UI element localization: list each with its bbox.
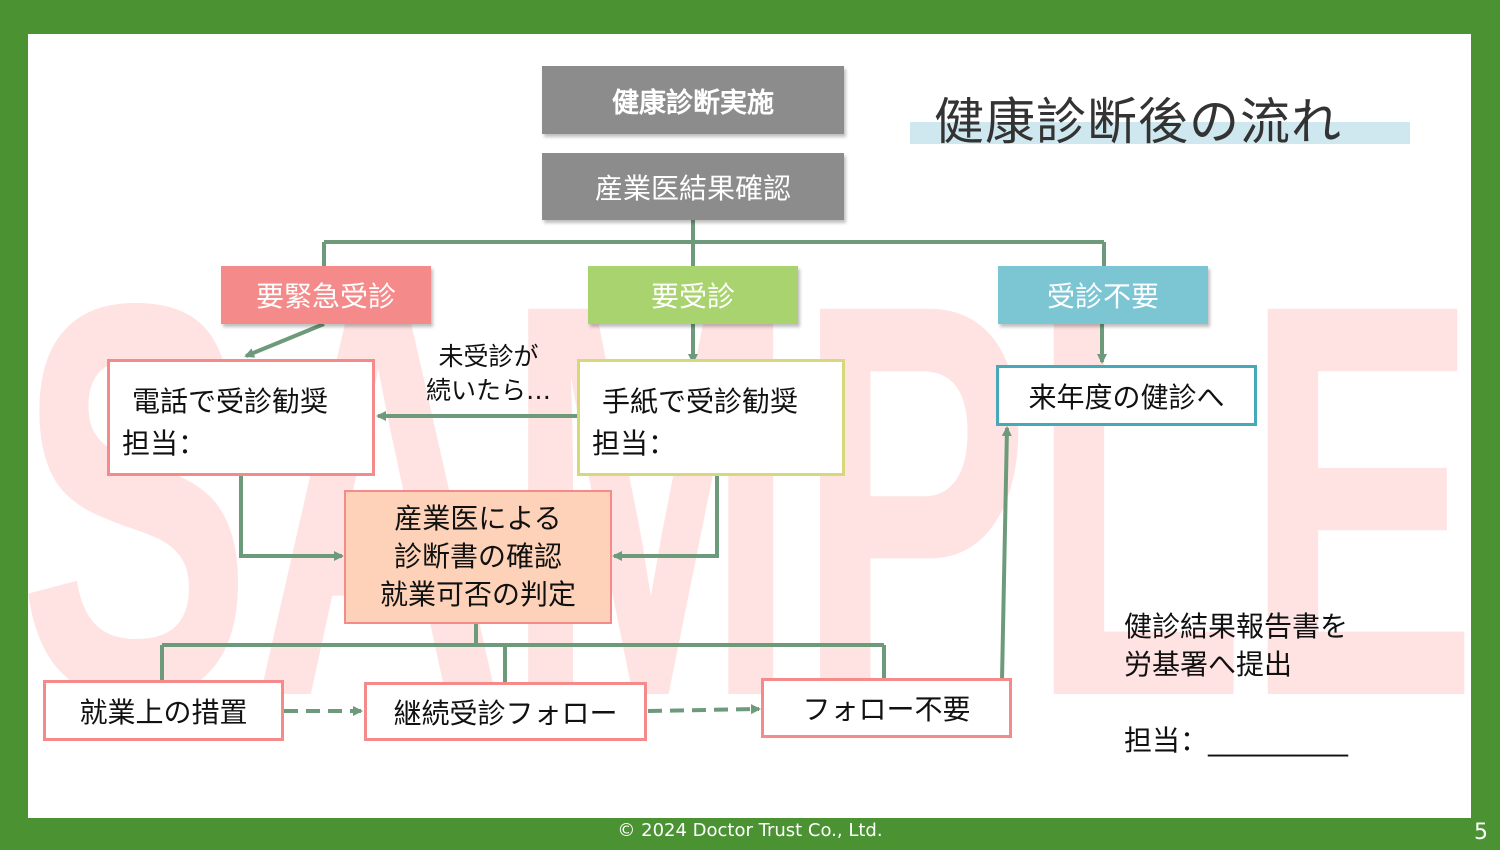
slide: SAMPLE 健康診断後の流れ [28, 34, 1471, 818]
page-number: 5 [1474, 820, 1488, 845]
flow-connectors [160, 220, 1107, 716]
box-urgent: 要緊急受診 [221, 266, 431, 324]
arrow-urgent-to-phone [244, 322, 325, 358]
report-note: 健診結果報告書を 労基署へ提出 担当：__________ [1124, 608, 1348, 760]
box-letter-recommend: 手紙で受診勧奨 担当： [577, 359, 845, 476]
box-needs-visit: 要受診 [588, 266, 798, 324]
letter-recommend-label: 手紙で受診勧奨 [602, 385, 799, 418]
judgment-line-1: 産業医による [394, 502, 562, 535]
judgment-line-3: 就業可否の判定 [379, 578, 576, 611]
phone-assignee-label: 担当： [122, 427, 207, 460]
report-line-2: 労基署へ提出 [1124, 648, 1293, 681]
annotation-line-1: 未受診が [438, 342, 539, 371]
box-not-needed: 受診不要 [998, 266, 1208, 324]
footer-copyright: © 2024 Doctor Trust Co., Ltd. [617, 820, 883, 841]
box-continued-followup: 継続受診フォロー [364, 682, 647, 741]
phone-recommend-label: 電話で受診勧奨 [132, 385, 329, 418]
report-line-1: 健診結果報告書を [1124, 610, 1349, 643]
title-underline [910, 122, 1410, 144]
box-health-exam: 健康診断実施 [542, 66, 844, 134]
report-assignee: 担当：__________ [1124, 724, 1349, 757]
page-title: 健康診断後の流れ [934, 93, 1342, 151]
annotation-not-visited: 未受診が 続いたら… [426, 340, 551, 408]
box-doctor-judgment: 産業医による 診断書の確認 就業可否の判定 [344, 490, 612, 624]
box-work-measures: 就業上の措置 [43, 680, 284, 741]
judgment-line-2: 診断書の確認 [393, 540, 562, 573]
box-next-year-exam: 来年度の健診へ [996, 365, 1257, 426]
arrow-phone-to-judgment [239, 476, 344, 561]
letter-assignee-label: 担当： [592, 427, 677, 460]
box-phone-recommend: 電話で受診勧奨 担当： [107, 359, 375, 476]
box-no-followup: フォロー不要 [761, 678, 1012, 738]
box-doctor-check: 産業医結果確認 [542, 153, 844, 220]
arrow-letter-to-judgment [612, 476, 719, 561]
arrow-nofollowup-to-nextyear [1000, 426, 1012, 681]
annotation-line-2: 続いたら… [426, 376, 552, 405]
arrow-followup-to-nofollowup [647, 704, 761, 715]
